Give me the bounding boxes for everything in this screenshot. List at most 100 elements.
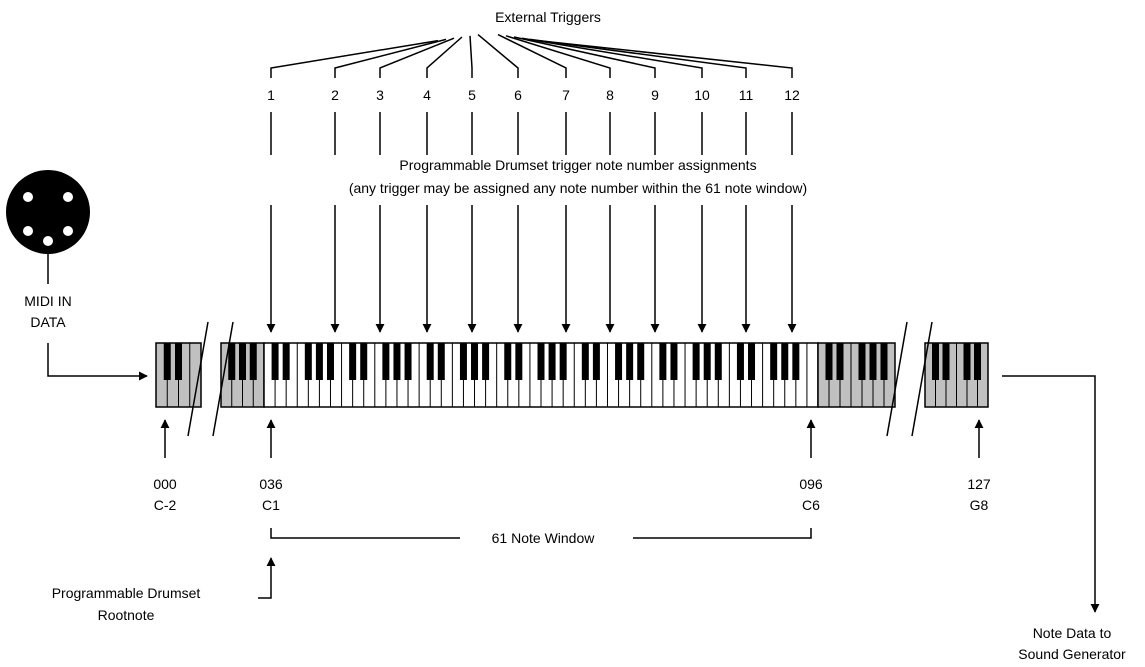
trigger-fan-line	[270, 39, 439, 78]
trigger-fan-line	[521, 37, 703, 78]
black-key	[471, 343, 479, 380]
black-key	[228, 343, 236, 380]
trigger-number: 4	[423, 87, 431, 103]
marker-000-number: 000	[153, 476, 177, 492]
keyboard-top-section	[924, 342, 989, 408]
keyboard-upper-section	[817, 342, 896, 408]
midi-in-arrow	[47, 343, 148, 381]
assignment-caption-line1: Programmable Drumset trigger note number…	[399, 157, 756, 173]
black-key	[393, 343, 401, 380]
output-arrow	[1002, 375, 1100, 613]
black-key	[239, 343, 246, 380]
black-key	[836, 343, 844, 380]
midi-in-label-line2: DATA	[30, 314, 66, 330]
marker-036-note: C1	[262, 497, 280, 513]
midi-in-label-line1: MIDI IN	[24, 293, 71, 309]
black-key	[515, 343, 523, 380]
black-key	[382, 343, 390, 380]
black-key	[880, 343, 888, 380]
trigger-fan-line	[513, 36, 656, 78]
marker-096-note: C6	[802, 497, 820, 513]
black-key	[770, 343, 778, 380]
black-key	[792, 343, 800, 380]
black-key	[581, 343, 589, 380]
marker-036-number: 036	[259, 476, 283, 492]
black-key	[703, 343, 711, 380]
black-key	[692, 343, 700, 380]
output-label-line1: Note Data to	[1033, 625, 1112, 641]
output-label-line2: Sound Generator	[1018, 646, 1126, 662]
trigger-number: 12	[784, 87, 800, 103]
black-key	[637, 343, 645, 380]
black-key	[559, 343, 567, 380]
black-key	[825, 343, 833, 380]
marker-000-note: C-2	[154, 497, 177, 513]
black-key	[670, 343, 678, 380]
trigger-number: 1	[267, 87, 275, 103]
black-key	[482, 343, 490, 380]
trigger-number: 2	[331, 87, 339, 103]
black-key	[626, 343, 634, 380]
black-key	[249, 343, 257, 380]
rootnote-label-line2: Rootnote	[98, 607, 155, 623]
black-key	[304, 343, 312, 380]
marker-127-number: 127	[967, 476, 991, 492]
trigger-fan-line	[379, 37, 455, 78]
black-key	[426, 343, 434, 380]
black-key	[504, 343, 512, 380]
black-key	[459, 343, 467, 380]
black-key	[714, 343, 722, 380]
trigger-fan-line	[426, 36, 463, 78]
rootnote-arrow	[258, 557, 276, 599]
trigger-fan-lines	[270, 33, 793, 78]
black-key	[942, 343, 950, 380]
trigger-number: 3	[376, 87, 384, 103]
black-key	[282, 343, 290, 380]
black-key	[615, 343, 623, 380]
black-key	[932, 343, 939, 380]
note-window-bracket-right	[633, 528, 812, 539]
keyboard-break-left	[187, 321, 234, 437]
trigger-fan-line	[505, 35, 611, 78]
black-key	[271, 343, 279, 380]
keyboard-low-section	[155, 342, 202, 408]
trigger-fan-line	[334, 38, 447, 78]
black-key	[437, 343, 445, 380]
trigger-number: 6	[514, 87, 522, 103]
trigger-number: 7	[562, 87, 570, 103]
black-key	[659, 343, 667, 380]
trigger-fan-line	[497, 33, 567, 78]
black-key	[869, 343, 877, 380]
black-key	[360, 343, 368, 380]
black-key	[736, 343, 744, 380]
external-triggers-title: External Triggers	[495, 9, 601, 25]
black-key	[349, 343, 357, 380]
black-key	[974, 343, 981, 380]
rootnote-label-line1: Programmable Drumset	[52, 585, 201, 601]
assignment-caption-line2: (any trigger may be assigned any note nu…	[349, 180, 807, 196]
black-key	[175, 343, 182, 380]
note-window-bracket-left	[270, 528, 460, 539]
trigger-arrows	[266, 112, 797, 333]
black-key	[404, 343, 412, 380]
black-key	[163, 343, 171, 380]
trigger-fan-line	[469, 35, 473, 78]
trigger-number: 11	[739, 87, 754, 103]
black-key	[537, 343, 545, 380]
marker-127-note: G8	[970, 497, 989, 513]
black-key	[548, 343, 556, 380]
trigger-number: 9	[651, 87, 659, 103]
black-key	[748, 343, 756, 380]
trigger-number: 10	[694, 87, 710, 103]
black-key	[315, 343, 323, 380]
black-key	[858, 343, 866, 380]
keyboard	[155, 342, 989, 408]
note-window-label: 61 Note Window	[492, 530, 596, 546]
keyboard-break-right	[886, 321, 933, 437]
black-key	[592, 343, 600, 380]
trigger-fan-line	[529, 38, 747, 78]
black-key	[781, 343, 789, 380]
black-key	[326, 343, 334, 380]
